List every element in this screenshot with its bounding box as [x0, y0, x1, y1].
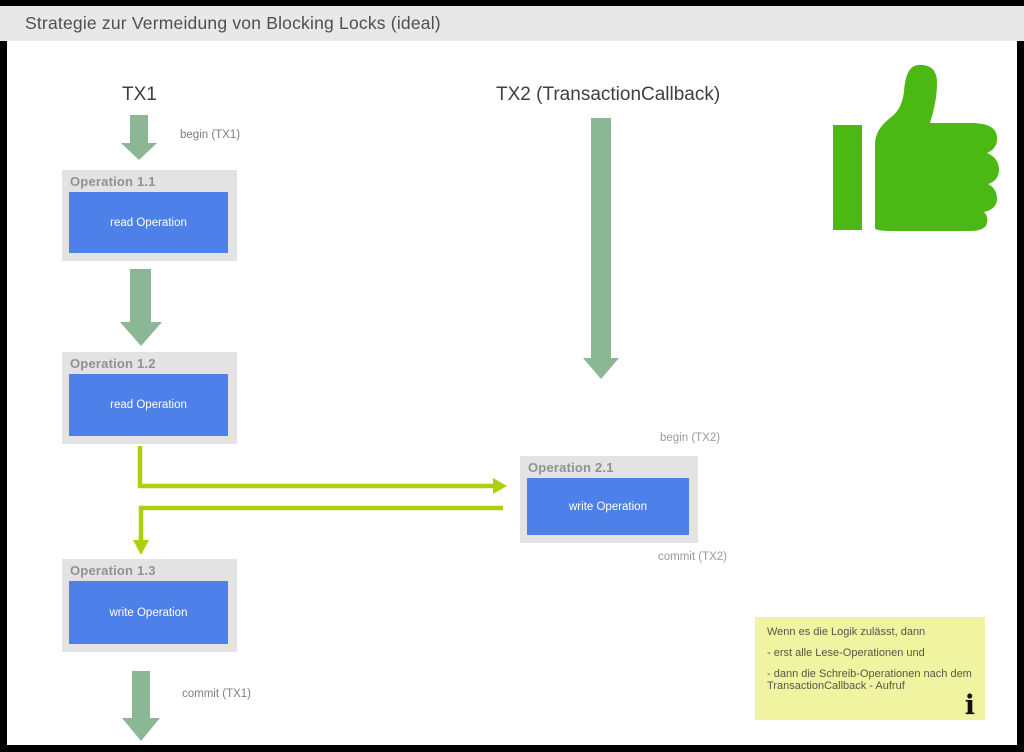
operation-2-1-box: Operation 2.1 write Operation [520, 456, 698, 543]
operation-title: Operation 1.2 [70, 356, 156, 371]
operation-body: read Operation [69, 374, 228, 436]
operation-1-2-box: Operation 1.2 read Operation [62, 352, 237, 444]
operation-body: write Operation [527, 478, 689, 535]
title-bar: Strategie zur Vermeidung von Blocking Lo… [0, 6, 1024, 41]
tx1-lane-heading: TX1 [122, 84, 157, 105]
operation-title: Operation 1.1 [70, 174, 156, 189]
begin-tx2-label: begin (TX2) [660, 432, 721, 444]
operation-1-1-box: Operation 1.1 read Operation [62, 170, 237, 261]
operation-body: read Operation [69, 192, 228, 253]
info-note: Wenn es die Logik zulässt, dann - erst a… [755, 617, 985, 720]
thumbs-up-icon [820, 50, 1020, 245]
page-title: Strategie zur Vermeidung von Blocking Lo… [25, 13, 441, 33]
info-icon: i [964, 690, 975, 721]
operation-1-3-box: Operation 1.3 write Operation [62, 559, 237, 652]
note-line: - dann die Schreib-Operationen nach dem … [767, 668, 972, 692]
commit-tx2-label: commit (TX2) [658, 551, 727, 563]
commit-tx1-label: commit (TX1) [182, 688, 251, 700]
note-line: Wenn es die Logik zulässt, dann [767, 626, 926, 638]
tx2-lane-heading: TX2 (TransactionCallback) [496, 84, 721, 105]
begin-tx1-label: begin (TX1) [180, 129, 241, 141]
operation-title: Operation 1.3 [70, 563, 156, 578]
operation-body: write Operation [69, 581, 228, 644]
operation-title: Operation 2.1 [528, 460, 614, 475]
note-line: - erst alle Lese-Operationen und [767, 647, 925, 659]
